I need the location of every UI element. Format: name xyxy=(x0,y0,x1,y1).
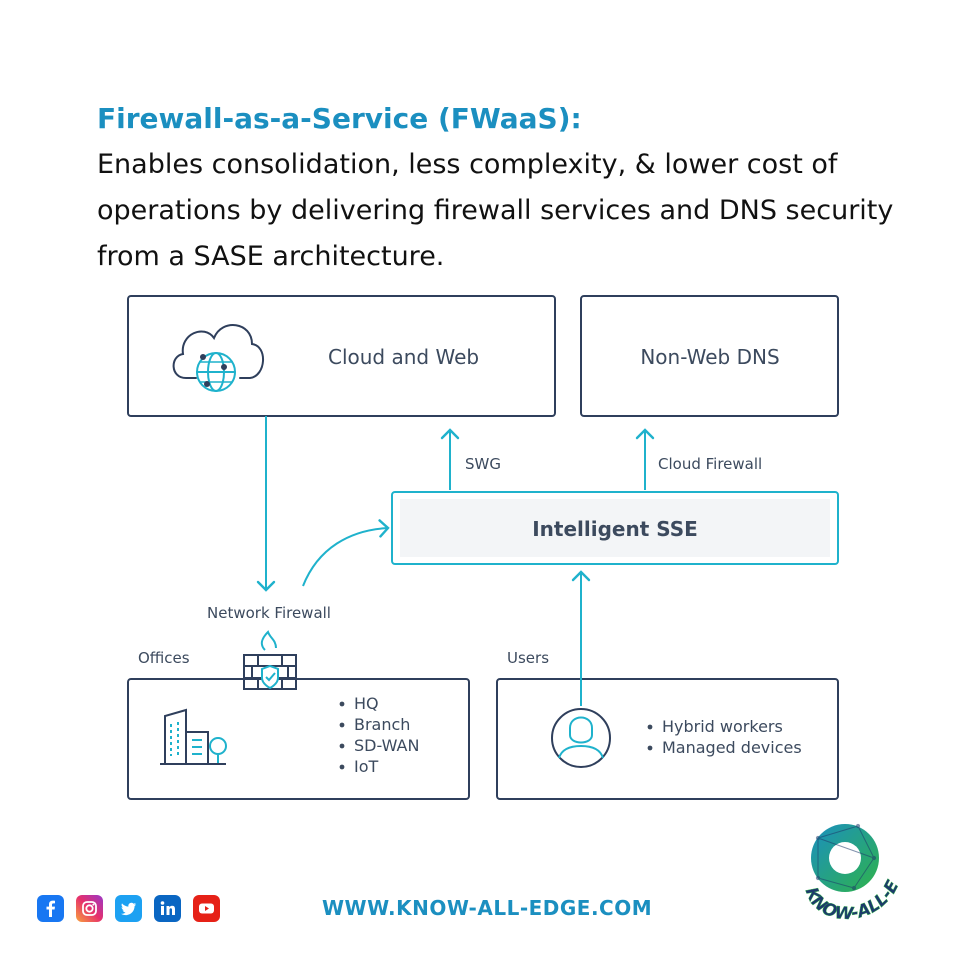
offices-label: Offices xyxy=(138,649,190,667)
page-title: Firewall-as-a-Service (FWaaS): xyxy=(97,102,582,135)
user-item: Managed devices xyxy=(662,738,802,757)
headline: Firewall-as-a-Service (FWaaS): Enables c… xyxy=(97,96,917,280)
website-link[interactable]: WWW.KNOW-ALL-EDGE.COM xyxy=(322,896,653,920)
facebook-icon[interactable] xyxy=(37,895,64,922)
non-web-dns-box xyxy=(580,295,839,417)
non-web-dns-label: Non-Web DNS xyxy=(640,345,779,369)
cloud-globe-icon xyxy=(172,324,264,392)
youtube-icon[interactable] xyxy=(193,895,220,922)
know-all-edge-logo: KNOW-ALL-EDGE xyxy=(788,818,904,925)
intelligent-sse-label: Intelligent SSE xyxy=(532,517,698,541)
user-items-list: Hybrid workers Managed devices xyxy=(647,717,802,757)
office-items-list: HQ Branch SD-WAN IoT xyxy=(339,694,419,776)
user-avatar-icon xyxy=(551,708,611,768)
twitter-icon[interactable] xyxy=(115,895,142,922)
office-item: IoT xyxy=(354,757,379,776)
office-item: HQ xyxy=(354,694,379,713)
intelligent-sse-inner xyxy=(400,499,830,557)
user-item: Hybrid workers xyxy=(662,717,783,736)
page-description: Enables consolidation, less complexity, … xyxy=(97,149,894,272)
firewall-icon xyxy=(243,630,297,690)
cloud-firewall-label: Cloud Firewall xyxy=(658,455,762,473)
buildings-icon xyxy=(160,708,227,765)
swg-label: SWG xyxy=(465,455,501,473)
instagram-icon[interactable] xyxy=(76,895,103,922)
linkedin-icon[interactable] xyxy=(154,895,181,922)
network-firewall-label: Network Firewall xyxy=(207,604,331,622)
office-item: Branch xyxy=(354,715,410,734)
firewall-to-sse-arrow xyxy=(302,519,390,587)
users-label: Users xyxy=(507,649,549,667)
offices-box xyxy=(127,678,470,800)
cloud-web-label: Cloud and Web xyxy=(328,345,479,369)
office-item: SD-WAN xyxy=(354,736,419,755)
